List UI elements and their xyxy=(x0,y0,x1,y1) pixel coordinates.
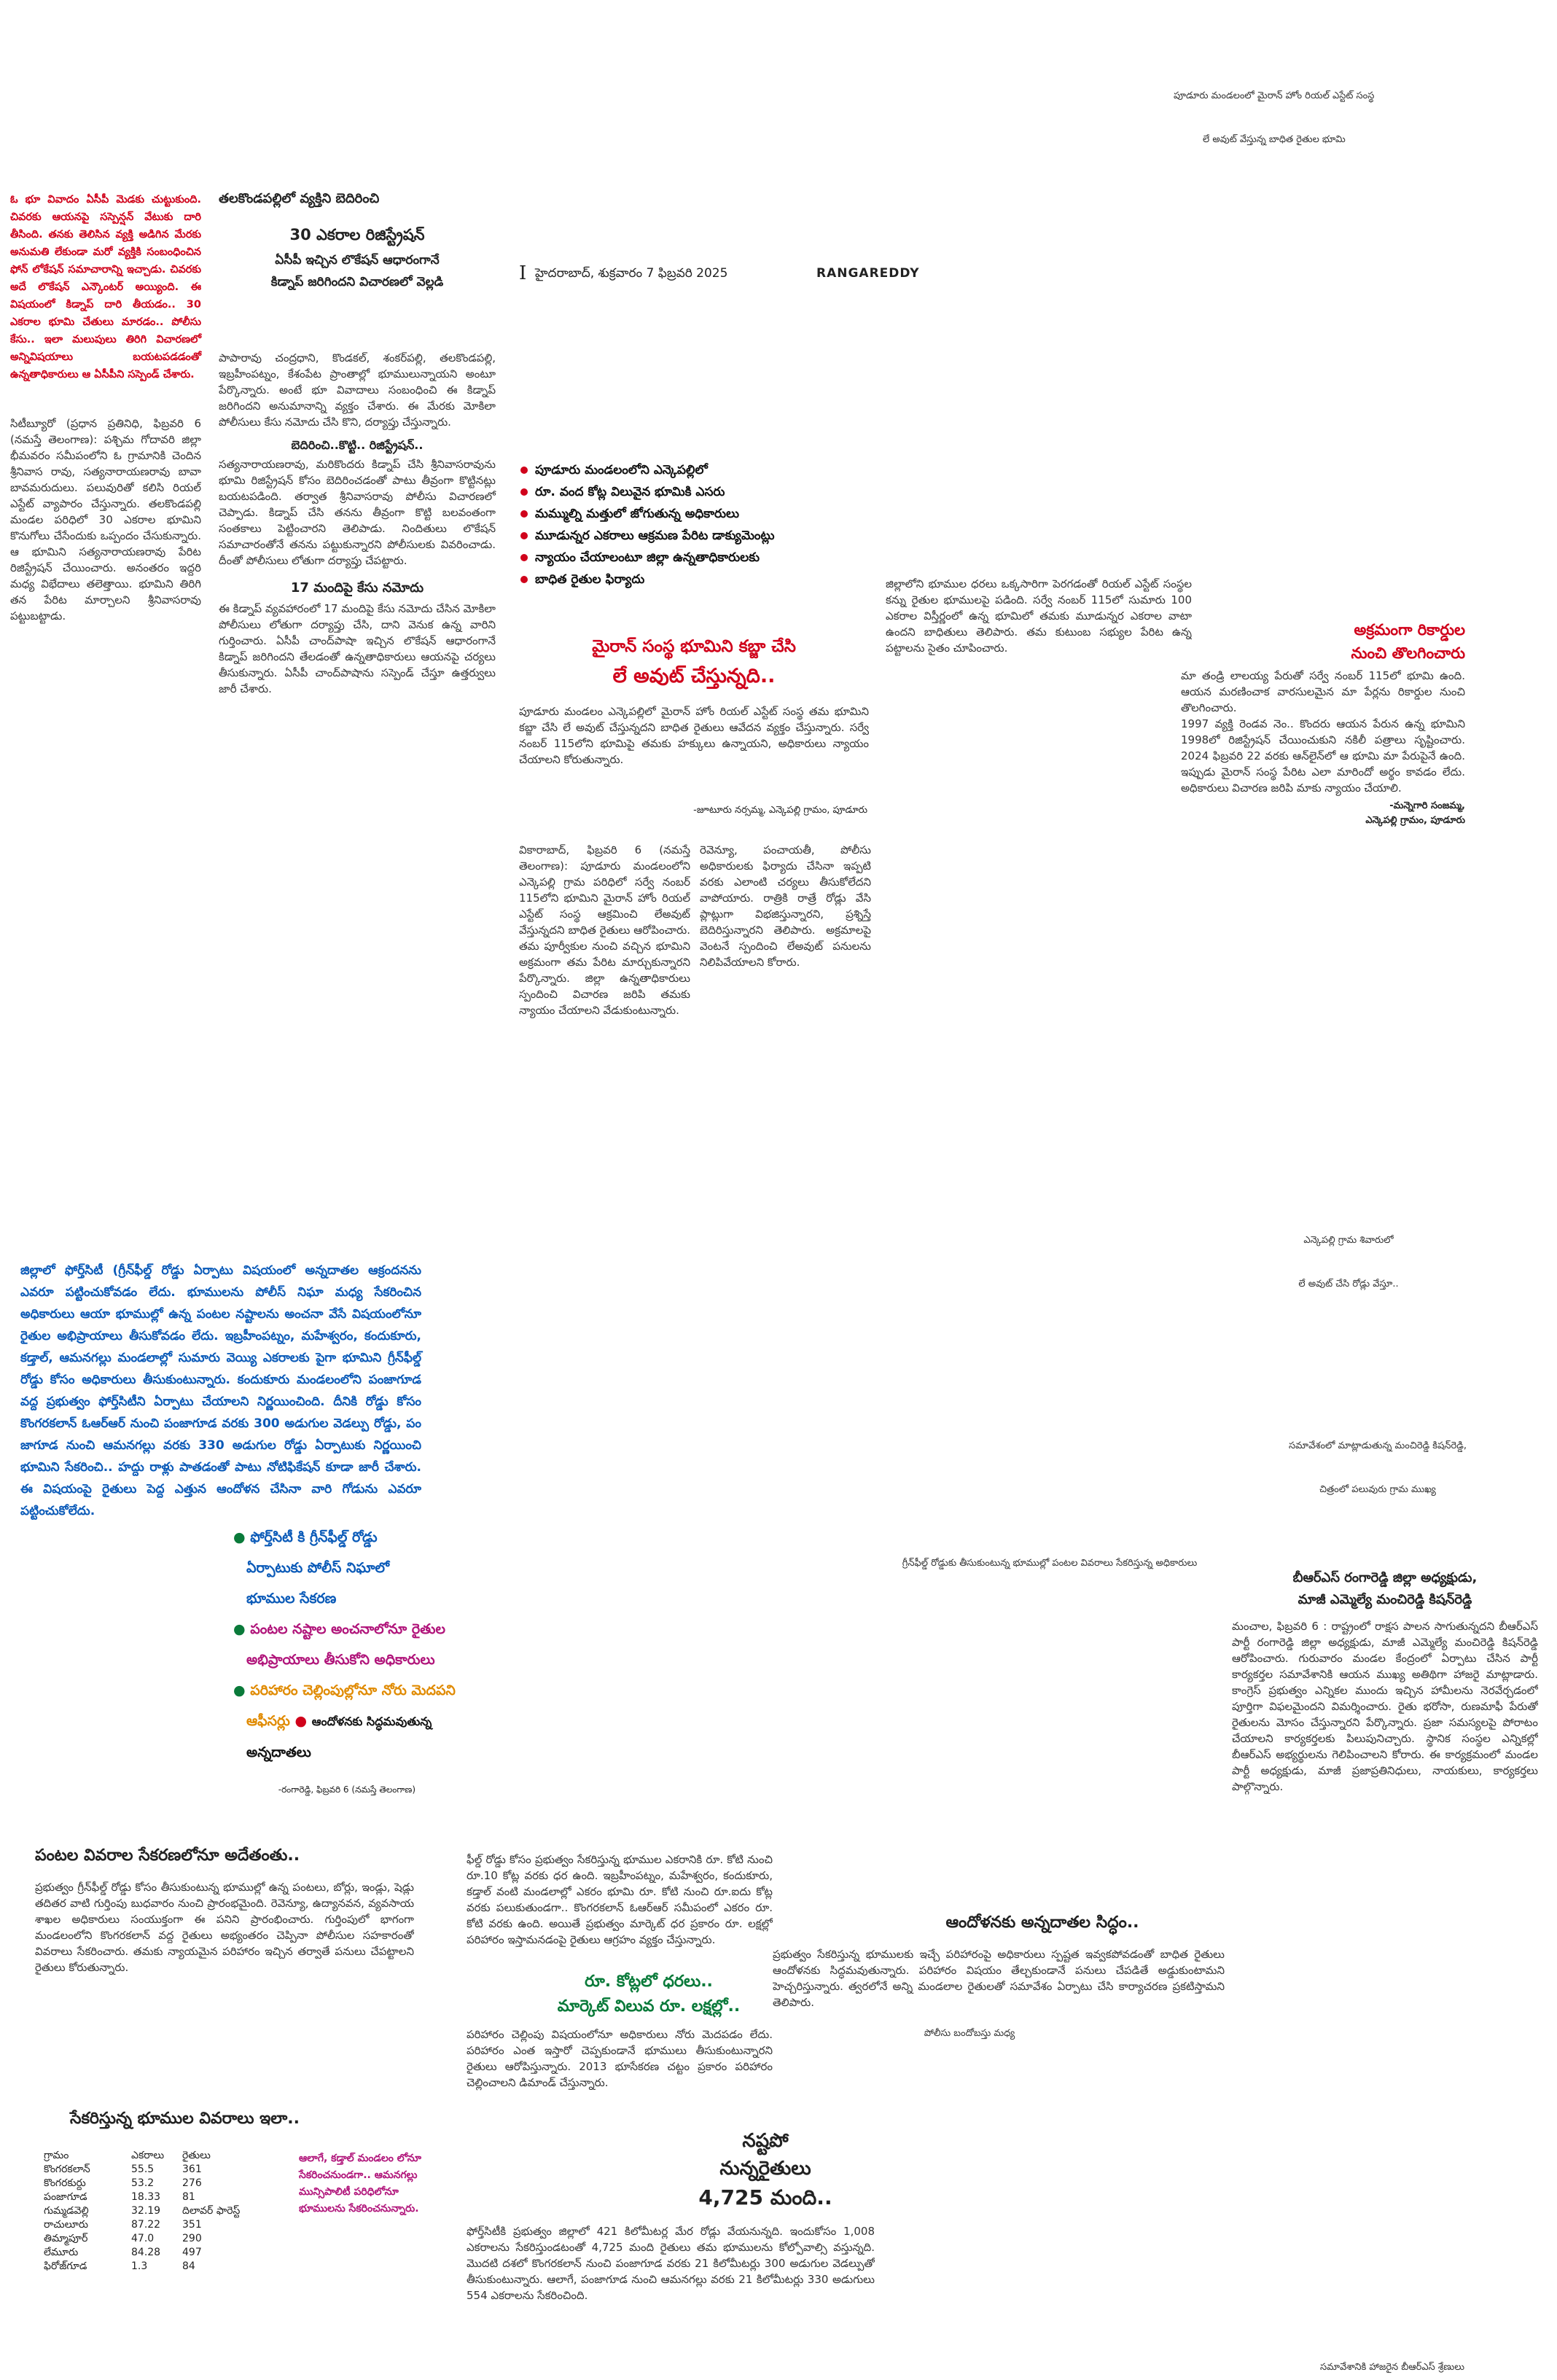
story4-text: మంచాల, ఫిబ్రవరి 6 : రాష్ట్రంలో రాక్షస పా… xyxy=(1232,1620,1538,1793)
loss-text: ఫోర్త్‌సిటీకి ప్రభుత్వం జిల్లాలో 421 కిల… xyxy=(467,2225,875,2302)
story1-column-1: సిటీబ్యూరో (ప్రధాన ప్రతినిధి, ఫిబ్రవరి 6… xyxy=(10,417,201,623)
story3-bullet: అభిప్రాయాలు తీసుకోని అధికారులు xyxy=(246,1652,435,1668)
story1-deck1: ఏసీపీ ఇచ్చిన లొకేషన్‌ ఆధారంగానే xyxy=(275,253,440,268)
story1-subhead-1: బెదిరించి..కొట్టి.. రిజిస్ట్రేషన్‌.. xyxy=(291,438,424,452)
table-header: రైతులు xyxy=(182,2150,211,2161)
story3-mid-text2: పరిహారం చెల్లింపు విషయంలోనూ అధికారులు నో… xyxy=(467,2028,773,2089)
story3-bullet: ఆఫీసర్లు ● ఆందోళనకు సిద్ధమవుతున్న xyxy=(246,1713,432,1729)
story2-intro: పూడూరు మండలం ఎన్కెపల్లిలో మైరాన్‌ హోం రి… xyxy=(519,705,873,766)
mid-headline-1: రూ. కోట్లలో ధరలు.. xyxy=(585,1973,713,1991)
top-photo-caption-line1: పూడూరు మండలంలో మైరాన్‌ హోం రియల్‌ ఎస్టేట… xyxy=(1174,90,1375,101)
story2-bullet: మమ్ముల్ని మత్తులో జోగుతున్న అధికారులు xyxy=(519,503,869,525)
masthead: I హైదరాబాద్‌, శుక్రవారం 7 ఫిబ్రవరి 2025 … xyxy=(519,262,1175,284)
story1-headline-block: తలకొండపల్లిలో వ్యక్తిని బెదిరించి 30 ఎకర… xyxy=(219,188,496,293)
story2-byline: -జూటూరు నర్సమ్మ, ఎన్కెపల్లి గ్రామం, పూడూ… xyxy=(693,805,867,816)
loss-headline-3: 4,725 మంది.. xyxy=(698,2185,832,2209)
story2-bullets: పూడూరు మండలంలోని ఎన్కెపల్లిలో రూ. వంద కో… xyxy=(519,459,869,590)
land-table-title: సేకరిస్తున్న భూముల వివరాలు ఇలా.. xyxy=(70,2110,300,2128)
story3-bullet: ● ఫోర్త్‌సిటీ కి గ్రీన్‌ఫీల్డ్‌ రోడ్డు xyxy=(233,1529,378,1545)
sidebar-byline-1: -మన్నెగారి సంజమ్మ, xyxy=(1389,800,1465,811)
story3-bullet: ఏర్పాటుకు పోలీస్‌ నిఘాలో xyxy=(246,1560,390,1576)
story1-headline: 30 ఎకరాల రిజిస్ట్రేషన్‌ xyxy=(289,226,425,243)
story3-mid-text: ఫీల్డ్‌ రోడ్డు కోసం ప్రభుత్వం సేకరిస్తున… xyxy=(467,1853,773,1946)
sidebar-headline-2: నుంచి తొలగించారు xyxy=(1351,644,1465,662)
story1-col2b-text: సత్యనారాయణరావు, మరికొందరు కిడ్నాప్‌ చేసి… xyxy=(219,458,496,567)
story3-bullets: ● ఫోర్త్‌సిటీ కి గ్రీన్‌ఫీల్డ్‌ రోడ్డు ఏ… xyxy=(233,1522,481,1768)
story4-photo-caption-line1: సమావేశంలో మాట్లాడుతున్న మంచిరెడ్డి కిషన్… xyxy=(1289,1440,1467,1451)
story3-intro: జిల్లాలో ఫోర్త్‌సిటీ (గ్రీన్‌ఫీల్డ్‌ రోడ… xyxy=(20,1263,421,1518)
section-title: RANGAREDDY xyxy=(816,266,920,281)
story1-subhead-2: 17 మందిపై కేసు నమోదు xyxy=(290,580,424,596)
mid-headline-2: మార్కెట్‌ విలువ రూ. లక్షల్లో.. xyxy=(557,1997,741,2016)
story1-col2-text: పాపారావు చంద్రధాని, కొండకల్‌, శంకర్‌పల్ల… xyxy=(219,351,496,429)
story2-column-b: రెవెన్యూ, పంచాయతీ, పోలీసు అధికారులకు ఫిర… xyxy=(700,843,871,969)
story2-column-a: వికారాబాద్‌, ఫిబ్రవరి 6 (నమస్తే తెలంగాణ)… xyxy=(519,843,690,1017)
loss-headline-2: నున్నరైతులు xyxy=(719,2158,811,2180)
table-header-row: గ్రామం ఎకరాలు రైతులు xyxy=(44,2149,247,2163)
story1-deck2: కిడ్నాప్‌ జరిగిందని విచారణలో వెల్లడి xyxy=(270,275,444,289)
loss-headline-1: నష్టపో xyxy=(742,2130,789,2152)
story2-sidebar: అక్రమంగా రికార్డుల నుంచి తొలగించారు మా త… xyxy=(1181,618,1465,828)
story2-bullet: మూడున్నర ఎకరాలు ఆక్రమణ పేరిట డాక్యుమెంట్… xyxy=(519,525,869,547)
story2-column-c: జిల్లాలోని భూముల ధరలు ఒక్కసారిగా పెరగడంత… xyxy=(886,577,1192,655)
sidebar-headline-1: అక్రమంగా రికార్డుల xyxy=(1354,621,1465,639)
story2-photo-caption-line2: లే అవుట్‌ చేసి రోడ్లు వేస్తూ.. xyxy=(1298,1279,1399,1290)
sidebar-text: 1997 వ్యక్తి రెండవ నెం.. కొందరు ఆయన పేరు… xyxy=(1181,717,1469,795)
table-note: ఆలాగే, కడ్తాల్‌ మండలం లోనూ సేకరించనుండగా… xyxy=(299,2153,421,2215)
story2-bullet: న్యాయం చేయాలంటూ జిల్లా ఉన్నతాధికారులకు xyxy=(519,547,869,569)
story3-bullet: ● పరిహారం చెల్లింపుల్లోనూ నోరు మెదపని xyxy=(233,1682,456,1698)
loss-headline: నష్టపో నున్నరైతులు 4,725 మంది.. xyxy=(656,2127,875,2213)
protest-headline: ఆందోళనకు అన్నదాతల సిద్ధం.. xyxy=(945,1913,1139,1932)
story4-headline-2: మాజీ ఎమ్మెల్యే మంచిరెడ్డి కిషన్‌రెడ్డి xyxy=(1298,1592,1472,1607)
story3-bullet: భూముల సేకరణ xyxy=(246,1591,337,1607)
protest-caption: పోలీసు బందోబస్తు మధ్య xyxy=(924,2028,1015,2039)
story2-bullet: పూడూరు మండలంలోని ఎన్కెపల్లిలో xyxy=(519,459,869,481)
top-photo-caption-line2: లే అవుట్‌ వేస్తున్న బాధిత రైతుల భూమి xyxy=(1203,134,1346,145)
table-header: గ్రామం xyxy=(44,2150,69,2161)
table-header: ఎకరాలు xyxy=(131,2150,165,2161)
story2-headline-line2: లే అవుట్‌ చేస్తున్నది.. xyxy=(612,665,776,687)
story1-kicker: తలకొండపల్లిలో వ్యక్తిని బెదిరించి xyxy=(219,191,380,206)
story2-bullet: రూ. వంద కోట్ల విలువైన భూమికి ఎసరు xyxy=(519,481,869,503)
story3-photo-caption: గ్రీన్‌ఫీల్డ్‌ రోడ్డుకు తీసుకుంటున్న భూమ… xyxy=(902,1558,1198,1569)
story4-photo-caption: సమావేశంలో మాట్లాడుతున్న మంచిరెడ్డి కిషన్… xyxy=(1239,1410,1516,1512)
story2-headline-line1: మైరాన్‌ సంస్థ భూమిని కబ్జా చేసి xyxy=(592,637,796,656)
story3-subtext: ప్రభుత్వం గ్రీన్‌ఫీల్డ్‌ రోడ్డు కోసం తీస… xyxy=(35,1881,414,1974)
dateline: హైదరాబాద్‌, శుక్రవారం 7 ఫిబ్రవరి 2025 xyxy=(535,266,728,281)
story4-headline: బీఆర్‌ఎస్‌ రంగారెడ్డి జిల్లా అధ్యక్షుడు,… xyxy=(1232,1567,1538,1611)
red-intro: ఓ భూ వివాదం ఏసీపీ మెడకు చుట్టుకుంది. చివ… xyxy=(10,194,201,381)
story2-headline: మైరాన్‌ సంస్థ భూమిని కబ్జా చేసి లే అవుట్… xyxy=(519,633,869,692)
story4-bottom-caption: సమావేశానికి హాజరైన బీఆర్‌ఎస్‌ శ్రేణులు xyxy=(1319,2362,1465,2373)
story1-col2c-text: ఈ కిడ్నాప్‌ వ్యవహారంలో 17 మందిపై కేసు నమ… xyxy=(219,602,499,695)
sidebar-intro: మా తండ్రి లాలయ్య పేరుతో సర్వే నంబర్‌ 115… xyxy=(1181,669,1469,714)
story2-photo-caption-line1: ఎన్కెపల్లి గ్రామ శివారులో xyxy=(1303,1235,1394,1246)
story3-mid-headline: రూ. కోట్లలో ధరలు.. మార్కెట్‌ విలువ రూ. ల… xyxy=(510,1970,787,2019)
sidebar-byline-2: ఎన్కెపల్లి గ్రామం, పూడూరు xyxy=(1365,815,1465,826)
issue-mark: I xyxy=(519,262,527,284)
story3-subhead: పంటల వివరాల సేకరణలోనూ అదేతంతు.. xyxy=(35,1846,300,1865)
protest-text: ప్రభుత్వం సేకరిస్తున్న భూములకు ఇచ్చే పరి… xyxy=(773,1948,1225,2009)
story3-dateline: -రంగారెడ్డి, ఫిబ్రవరి 6 (నమస్తే తెలంగాణ) xyxy=(278,1784,415,1795)
story3-bullet: ● పంటల నష్టాల అంచనాలోనూ రైతుల xyxy=(233,1621,445,1637)
story1-column-2: పాపారావు చంద్రధాని, కొండకల్‌, శంకర్‌పల్ల… xyxy=(219,350,496,697)
story4-headline-1: బీఆర్‌ఎస్‌ రంగారెడ్డి జిల్లా అధ్యక్షుడు, xyxy=(1292,1570,1478,1585)
story2-bullet-continuation: బాధిత రైతుల ఫిర్యాదు xyxy=(519,569,869,590)
story4-photo-caption-line2: చిత్రంలో పలువురు గ్రామ ముఖ్య xyxy=(1319,1484,1436,1495)
story3-bullet: అన్నదాతలు xyxy=(246,1744,311,1760)
story2-photo-caption: ఎన్కెపల్లి గ్రామ శివారులో లే అవుట్‌ చేసి… xyxy=(1239,1204,1458,1306)
top-photo-caption: పూడూరు మండలంలో మైరాన్‌ హోం రియల్‌ ఎస్టేట… xyxy=(1174,60,1480,162)
